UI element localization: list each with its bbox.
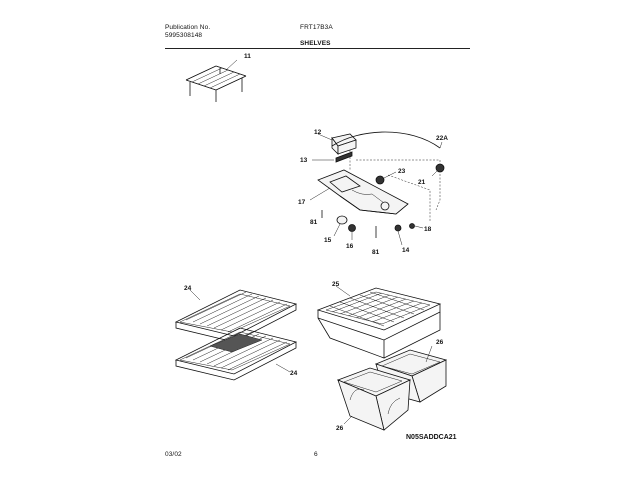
callout-16: 16 [346,243,354,250]
callout-11: 11 [244,53,251,60]
shelf-bracket-assembly [309,131,445,246]
callout-13: 13 [300,157,308,164]
callout-25: 25 [332,281,340,288]
callout-21: 21 [418,179,426,186]
wire-shelves-24 [174,289,298,381]
callout-81-left: 81 [310,219,318,226]
callout-26-bottom: 26 [336,425,344,432]
crisper-drawers-26 [336,345,448,431]
callout-24-top: 24 [184,285,192,292]
callout-23: 23 [398,168,406,175]
publication-number: 5995308148 [165,32,203,39]
callout-22a: 22A [436,135,448,142]
callout-24-bottom: 24 [290,370,298,377]
wire-shelf-11 [185,59,247,102]
header-rule [165,48,470,49]
callout-14: 14 [402,247,410,254]
callout-17: 17 [298,199,306,206]
section-title: SHELVES [300,40,331,47]
glass-shelf-25 [316,285,442,359]
callout-15: 15 [324,237,332,244]
publication-label: Publication No. [165,24,211,31]
callout-81-right: 81 [372,249,380,256]
drawing-code: N05SADDCA21 [406,434,457,441]
model-number: FRT17B3A [300,24,333,31]
callout-26-top: 26 [436,339,444,346]
footer-page-number: 6 [314,451,318,458]
footer-date: 03/02 [165,451,182,458]
callout-18: 18 [424,226,432,233]
callout-12: 12 [314,129,322,136]
